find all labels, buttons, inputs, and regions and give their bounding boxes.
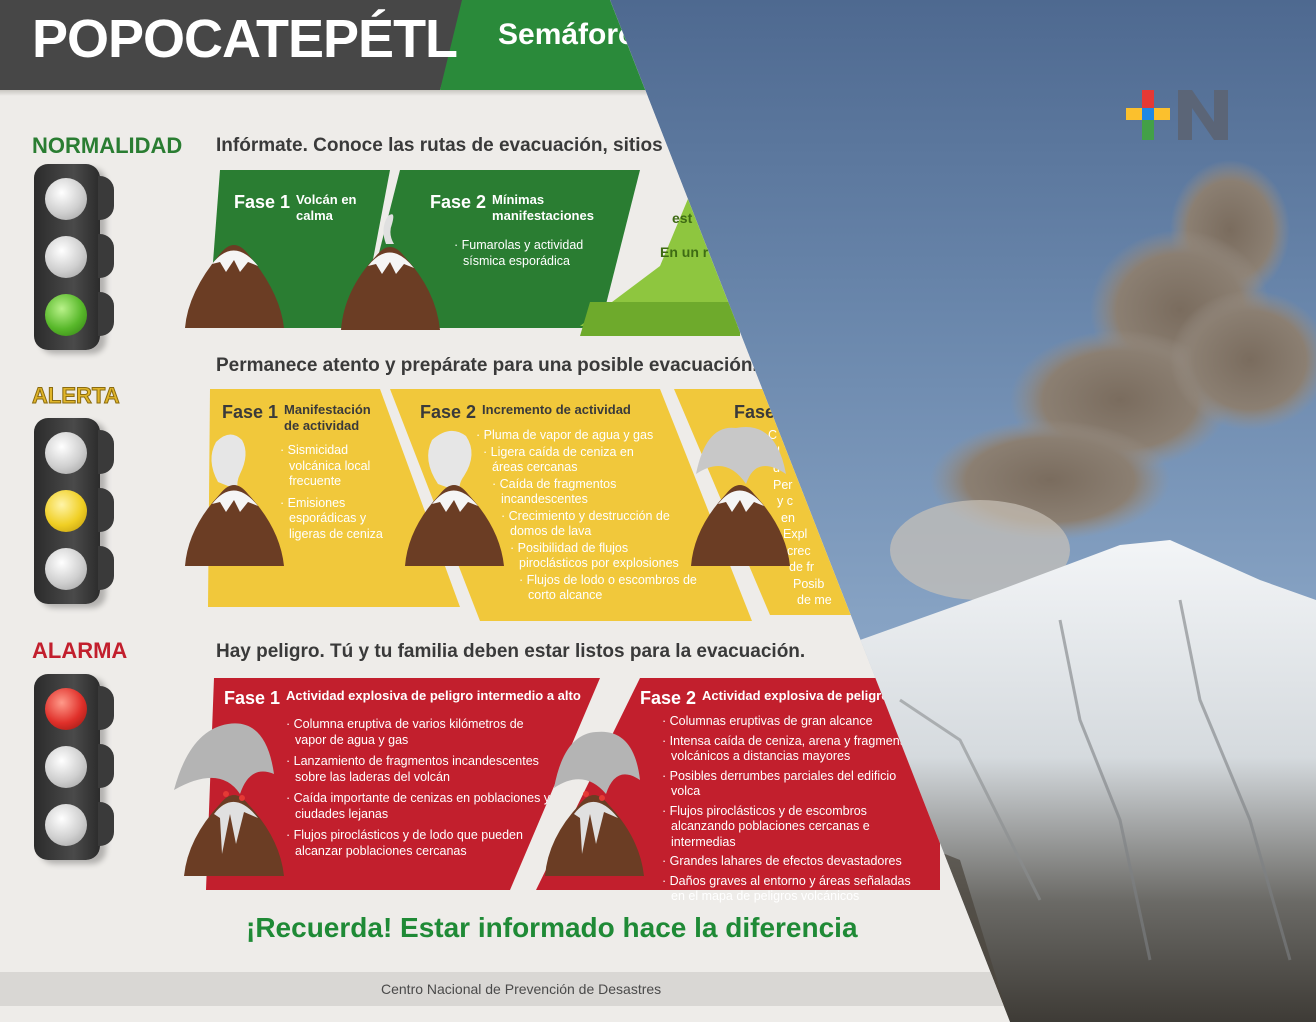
fragment: C	[768, 428, 778, 442]
traffic-light-green-icon	[34, 164, 114, 350]
alerta-heading: Permanece atento y prepárate para una po…	[216, 355, 758, 376]
fragment: Per	[773, 477, 793, 492]
normal-phase-3-fragment-2: En un r	[660, 244, 709, 260]
fragment: de me	[797, 593, 832, 607]
bullet: · Ligera caída de ceniza en áreas cercan…	[483, 444, 634, 475]
level-label-alarma: ALARMA	[32, 638, 128, 663]
bullet: · Lanzamiento de fragmentos incandescent…	[286, 754, 539, 784]
normal-phase-3-fragment-1: est	[672, 210, 693, 226]
bullet: · Flujos piroclásticos y de lodo que pue…	[286, 828, 523, 858]
alerta-phase-1-bullets: · Sismicidad volcánica local frecuente ·…	[280, 443, 398, 543]
bullet: · Flujos de lodo o escombros de corto al…	[519, 572, 697, 603]
fragment: en	[781, 510, 795, 525]
volcano-calm-icon	[185, 245, 284, 328]
bullet: · Posibles derrumbes parciales del edifi…	[662, 768, 897, 799]
bullet: · Flujos piroclásticos y de escombros al…	[662, 803, 870, 849]
fragment: crec	[787, 543, 811, 558]
header-dark-band	[0, 0, 468, 90]
normal-phase-2-bullets: · Fumarolas y actividad sísmica esporádi…	[454, 238, 604, 270]
alerta-phase-3-fragments: C d d Per y c en Expl crec de fr Posib d…	[768, 428, 838, 610]
bullet: · Columnas eruptivas de gran alcance	[662, 714, 873, 728]
fragment: de fr	[789, 560, 815, 574]
volcano-eruption-icon	[174, 723, 284, 876]
alarma-phase-1-bullets: · Columna eruptiva de varios kilómetros …	[286, 717, 551, 860]
volcano-plume-icon	[405, 430, 504, 566]
remember-message: ¡Recuerda! Estar informado hace la difer…	[246, 912, 858, 943]
bullet: · Daños graves al entorno y áreas señala…	[662, 873, 911, 904]
page-subtitle: Semáforo	[498, 18, 637, 51]
fragment: y c	[777, 494, 793, 508]
fragment: Posib	[793, 576, 825, 591]
bullet: · Caída de fragmentos incandescentes	[492, 476, 617, 507]
bullet: · Pluma de vapor de agua y gas	[476, 428, 654, 442]
bullet: · Columna eruptiva de varios kilómetros …	[286, 717, 524, 747]
normal-heading: Infórmate. Conoce las rutas de evacuació…	[216, 135, 691, 156]
alerta-phase-2-bullets: · Pluma de vapor de agua y gas · Ligera …	[476, 428, 711, 605]
header-shadow	[0, 90, 720, 96]
volcano-fumarole-icon	[341, 214, 440, 330]
traffic-light-red-icon	[34, 674, 114, 860]
alerta-phase-3: Fase	[734, 402, 776, 422]
level-label-alerta: ALERTA	[32, 383, 121, 409]
alarma-phase-2-bullets: · Columnas eruptivas de gran alcance · I…	[662, 714, 922, 906]
volcano-eruption-2-icon	[545, 731, 644, 876]
volcano-emission-icon	[185, 434, 284, 566]
bullet: · Intensa caída de ceniza, arena y fragm…	[662, 733, 917, 764]
footer-text: Centro Nacional de Prevención de Desastr…	[381, 981, 662, 997]
fragment: Expl	[783, 527, 808, 541]
news-logo	[1126, 90, 1230, 140]
traffic-light-yellow-icon	[34, 418, 114, 604]
plus-n-logo-icon	[1126, 90, 1228, 140]
page-title: POPOCATEPÉTL	[32, 9, 458, 69]
bullet: · Crecimiento y destrucción de domos de …	[501, 508, 670, 539]
footer: Centro Nacional de Prevención de Desastr…	[0, 972, 1010, 1006]
bullet: · Caída importante de cenizas en poblaci…	[286, 791, 551, 821]
alarma-heading: Hay peligro. Tú y tu familia deben estar…	[216, 641, 806, 662]
bullet: · Emisiones esporádicas y ligeras de cen…	[280, 495, 383, 541]
bullet: · Grandes lahares de efectos devastadore…	[662, 854, 902, 868]
bullet: · Fumarolas y actividad sísmica esporádi…	[454, 238, 584, 268]
alarma-cards-shapes	[206, 678, 940, 890]
level-label-normal: NORMALIDAD	[32, 133, 183, 158]
bullet: · Posibilidad de flujos piroclásticos po…	[510, 540, 679, 571]
volcano-explosion-icon	[691, 426, 790, 566]
bullet: · Sismicidad volcánica local frecuente	[280, 443, 371, 488]
